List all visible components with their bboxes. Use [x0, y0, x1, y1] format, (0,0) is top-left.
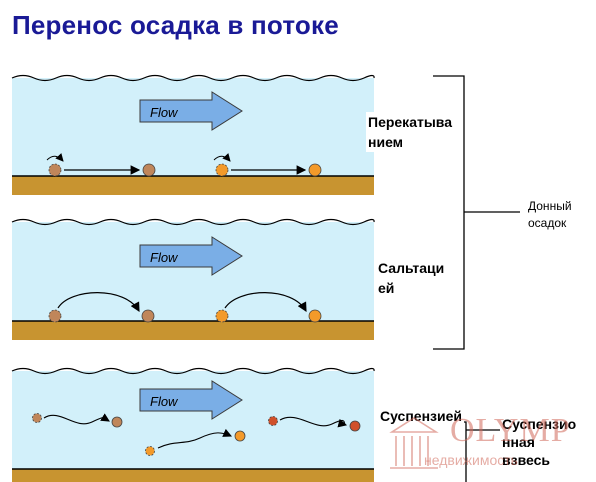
- grain-end: [111, 416, 123, 428]
- grain-end: [308, 309, 322, 323]
- grain-end: [141, 309, 155, 323]
- panel-saltation: Flow: [11, 218, 375, 340]
- grain-start: [215, 163, 229, 177]
- water-layer: [12, 222, 374, 322]
- grain-end: [142, 163, 156, 177]
- hop-trajectory: [57, 292, 140, 313]
- river-bed: [12, 321, 374, 340]
- suspended-path: [279, 416, 348, 428]
- grain-start: [48, 309, 62, 323]
- water-layer: [12, 78, 374, 178]
- rotation-arrow: [46, 153, 64, 162]
- water-surface-wave: [11, 74, 375, 82]
- grain-end: [349, 420, 361, 432]
- bedload-bracket: [433, 75, 520, 350]
- flow-arrow-label: Flow: [150, 105, 179, 120]
- river-bed: [12, 469, 374, 482]
- grain-end: [308, 163, 322, 177]
- flow-arrow-label: Flow: [150, 394, 179, 409]
- water-layer: [12, 371, 374, 469]
- rotation-arrow: [213, 153, 231, 162]
- water-surface-wave: [11, 218, 375, 226]
- flow-arrow: Flow: [139, 236, 243, 276]
- label-bedload: Донный осадок: [528, 199, 572, 230]
- grain-start: [215, 309, 229, 323]
- hop-trajectory: [224, 292, 307, 313]
- panel-suspension: Flow: [11, 367, 375, 482]
- water-surface-wave: [11, 367, 375, 375]
- flow-arrow: Flow: [139, 380, 243, 420]
- flow-arrow: Flow: [139, 91, 243, 131]
- suspended-path: [157, 428, 233, 449]
- page-title: Перенос осадка в потоке: [12, 10, 339, 40]
- grain-start: [268, 416, 278, 426]
- grain-start: [145, 446, 155, 456]
- suspended-path: [43, 413, 110, 425]
- label-suspension: Суспензией: [378, 406, 464, 426]
- grain-start: [48, 163, 62, 177]
- river-bed: [12, 176, 374, 195]
- suspended-load-bracket: [435, 421, 500, 482]
- panel-rolling: Flow: [11, 74, 375, 195]
- label-suspended-load: Суспензио нная взвесь: [502, 416, 577, 468]
- grain-end: [234, 430, 246, 442]
- flow-arrow-label: Flow: [150, 250, 179, 265]
- label-rolling: Перекатыва нием: [366, 112, 454, 152]
- label-saltation: Сальтаци ей: [376, 258, 447, 298]
- grain-start: [32, 413, 42, 423]
